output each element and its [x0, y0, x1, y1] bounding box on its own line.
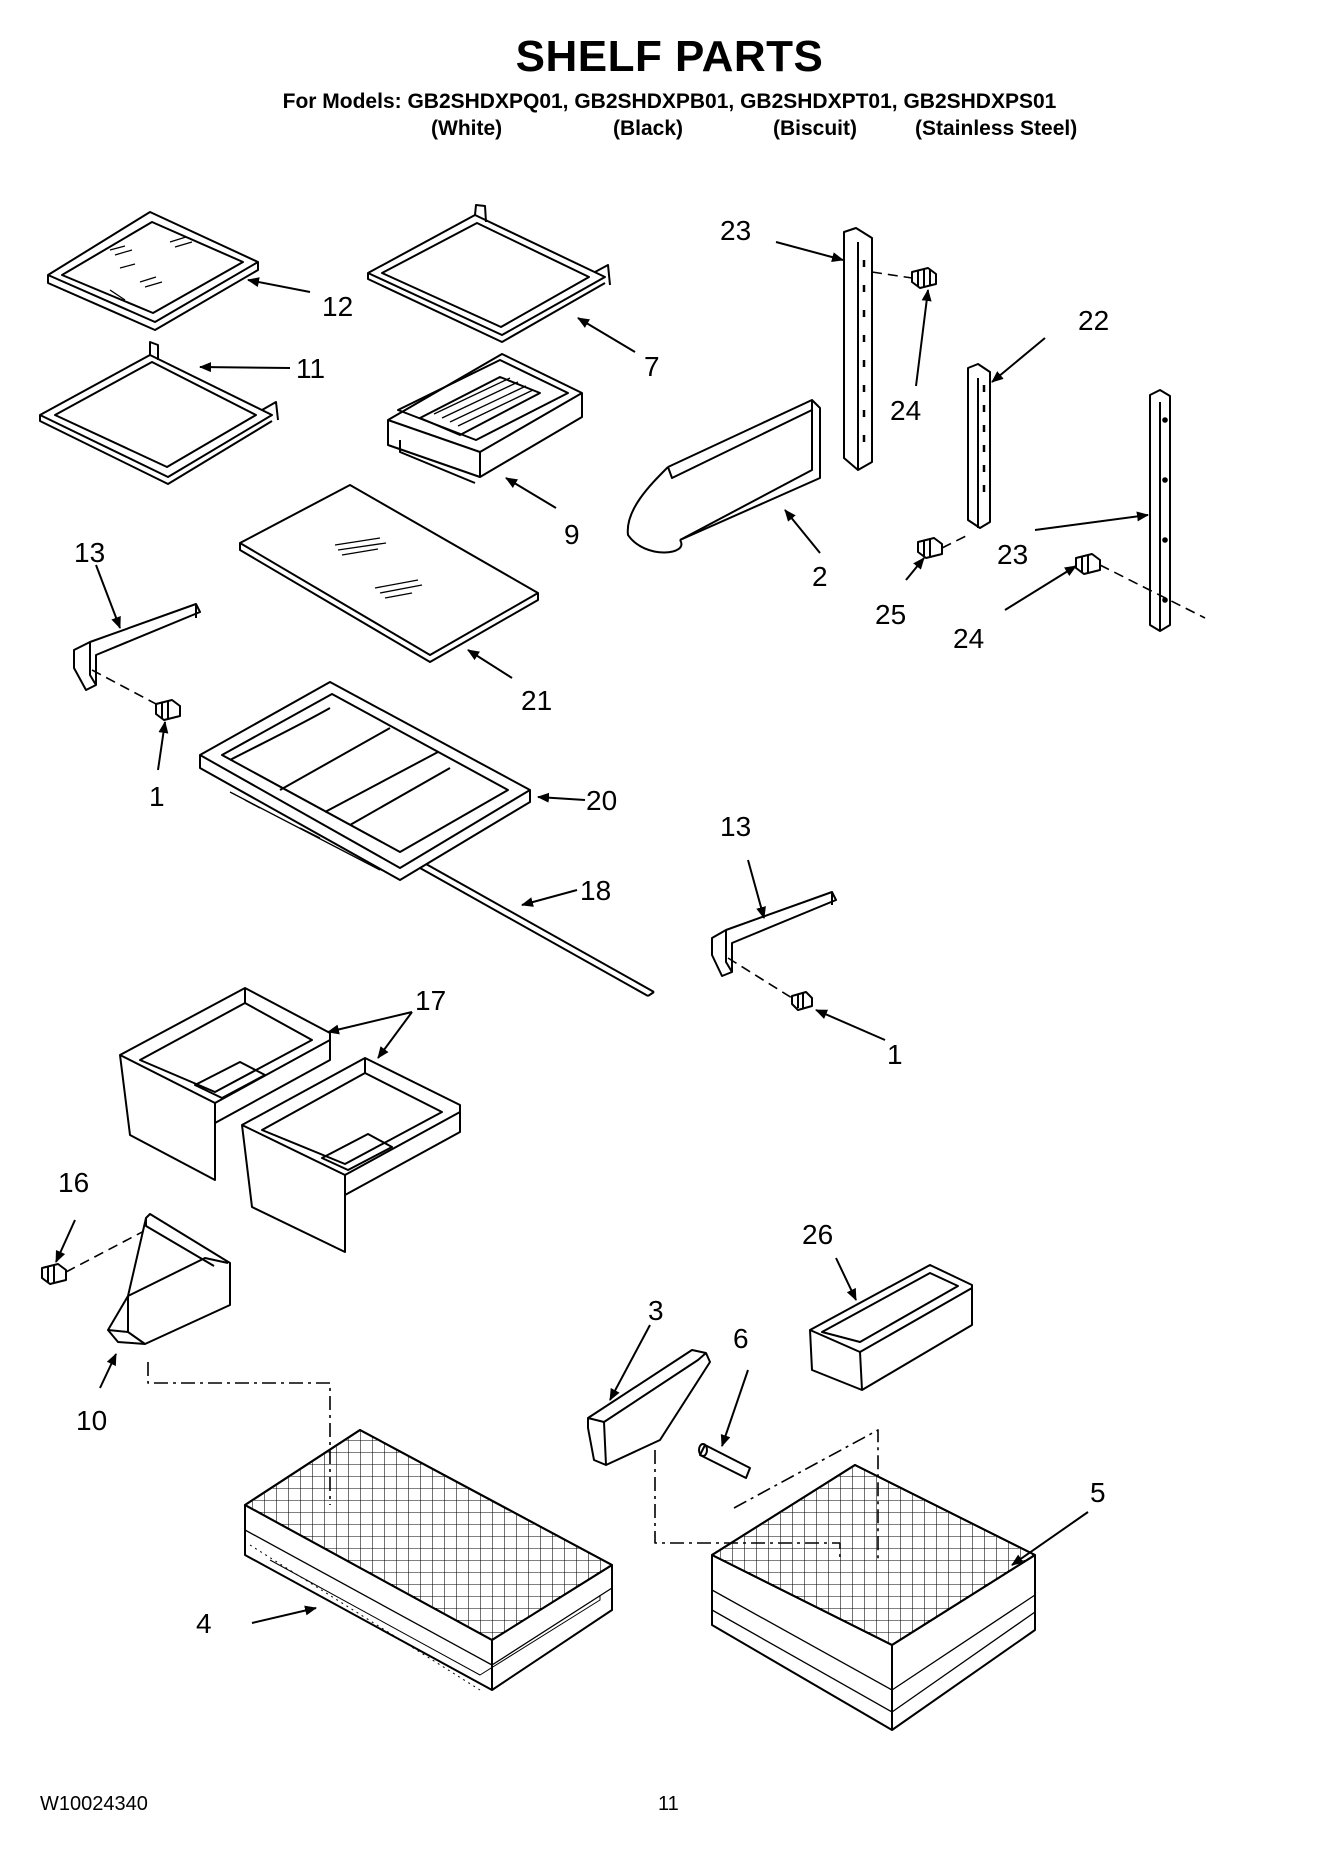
- leader-17a: [327, 1011, 413, 1035]
- callout-2: 2: [812, 561, 828, 592]
- callout-4: 4: [196, 1608, 212, 1639]
- shelf-7-frame: [367, 204, 611, 343]
- color-black: (Black): [613, 117, 684, 140]
- callout-24a: 24: [890, 395, 921, 426]
- leader-18: [521, 889, 578, 907]
- leader-17b: [377, 1011, 413, 1059]
- page-title: SHELF PARTS: [515, 32, 824, 81]
- callout-11: 11: [296, 353, 325, 384]
- leader-24a: [915, 289, 932, 387]
- leader-22: [991, 337, 1046, 383]
- bracket-13-right: [711, 891, 837, 977]
- screw-1-right: [791, 991, 813, 1011]
- leader-7: [577, 317, 636, 353]
- leader-2: [784, 509, 821, 554]
- leader-13b: [747, 859, 766, 919]
- leader-11: [199, 362, 291, 373]
- pin-6: [698, 1443, 751, 1479]
- callout-7: 7: [644, 351, 660, 382]
- callout-23a: 23: [720, 215, 751, 246]
- callout-21: 21: [521, 685, 552, 716]
- page-number: 11: [658, 1793, 679, 1815]
- screw-25: [917, 537, 943, 559]
- leader-1b: [815, 1009, 886, 1041]
- leader-21: [467, 649, 513, 679]
- crisper-drawer-17-left: [119, 987, 331, 1181]
- callout-26: 26: [802, 1219, 833, 1250]
- callout-24b: 24: [953, 623, 984, 654]
- leader-1a: [157, 721, 169, 771]
- callout-22: 22: [1078, 305, 1109, 336]
- leader-6: [720, 1369, 749, 1447]
- rail-23-right: [1149, 389, 1171, 632]
- callout-1a: 1: [149, 781, 165, 812]
- leader-5: [1011, 1511, 1089, 1566]
- leader-23b: [1034, 511, 1149, 531]
- leader-23a: [775, 241, 844, 262]
- leader-10: [99, 1353, 117, 1389]
- bin-26: [809, 1264, 973, 1391]
- callout-25: 25: [875, 599, 906, 630]
- models-line: For Models: GB2SHDXPQ01, GB2SHDXPB01, GB…: [282, 90, 1057, 113]
- color-biscuit: (Biscuit): [773, 117, 857, 140]
- callout-18: 18: [580, 875, 611, 906]
- leader-26: [835, 1257, 857, 1301]
- cover-2: [626, 399, 821, 554]
- callout-1b: 1: [887, 1039, 903, 1070]
- screw-1-left: [155, 699, 181, 721]
- deli-drawer-9: [387, 353, 583, 484]
- callout-5: 5: [1090, 1477, 1106, 1508]
- glass-shelf-21: [239, 484, 539, 663]
- color-white: (White): [431, 117, 503, 140]
- callout-6: 6: [733, 1323, 749, 1354]
- callout-16: 16: [58, 1167, 89, 1198]
- screw-24-lower: [1075, 553, 1101, 575]
- color-stainless-steel: (Stainless Steel): [915, 117, 1078, 140]
- divider-10: [107, 1213, 231, 1345]
- leader-4: [251, 1605, 317, 1624]
- crisper-drawer-17-right: [241, 1057, 461, 1253]
- crisper-cover-20: [199, 681, 531, 881]
- callout-labels: 12 11 7 9 21 2 23 24 22 23 25 24 13 1 20…: [58, 215, 1109, 1639]
- callout-13b: 13: [720, 811, 751, 842]
- divider-3: [587, 1349, 711, 1466]
- leader-3: [609, 1324, 651, 1401]
- screw-16: [41, 1263, 67, 1285]
- callout-9: 9: [564, 519, 580, 550]
- leader-20: [537, 792, 586, 803]
- callout-3: 3: [648, 1295, 664, 1326]
- rail-23-left: [843, 227, 873, 471]
- leader-25: [905, 557, 925, 581]
- wire-basket-4: [244, 1429, 613, 1691]
- rail-22: [967, 363, 991, 529]
- callout-20: 20: [586, 785, 617, 816]
- callout-23b: 23: [997, 539, 1028, 570]
- leader-16: [55, 1219, 76, 1263]
- callout-17: 17: [415, 985, 446, 1016]
- document-number: W10024340: [40, 1793, 148, 1815]
- leader-9: [505, 477, 557, 509]
- callout-10: 10: [76, 1405, 107, 1436]
- wire-basket-5: [711, 1464, 1036, 1731]
- callout-12: 12: [322, 291, 353, 322]
- screw-24-upper: [911, 267, 937, 289]
- callout-13a: 13: [74, 537, 105, 568]
- leader-12: [247, 277, 311, 293]
- leader-24b: [1004, 565, 1077, 611]
- shelf-11-frame: [39, 341, 279, 485]
- bracket-13-left: [73, 603, 201, 691]
- shelf-12-glass: [47, 211, 259, 331]
- rod-18: [419, 863, 655, 997]
- leader-13a: [95, 564, 121, 629]
